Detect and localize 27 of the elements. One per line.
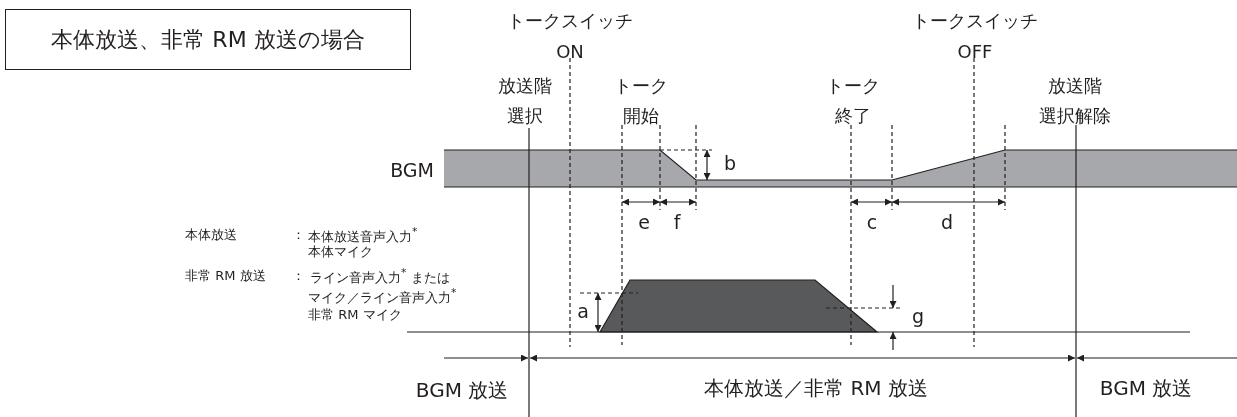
period-label: 本体放送／非常 RM 放送 — [704, 377, 928, 399]
source-text: 本体マイク — [308, 244, 373, 260]
period-label: BGM 放送 — [415, 379, 509, 401]
event-label: トーク終了 — [825, 74, 881, 128]
dimension-label: f — [673, 211, 681, 233]
dimension-label: g — [911, 305, 925, 327]
event-label: 放送階選択 — [497, 74, 553, 128]
source-text: 本体放送音声入力$^{*}$ — [308, 226, 418, 244]
event-label: 放送階選択解除 — [1038, 74, 1112, 128]
source-text: マイク／ライン音声入力$^{*}$ — [308, 287, 457, 305]
period-label: BGM 放送 — [1099, 377, 1193, 399]
source-text: ライン音声入力$^{*}$ または — [310, 267, 450, 285]
signal-name: BGM — [390, 159, 434, 181]
separator: ： — [292, 268, 305, 284]
separator: ： — [292, 227, 305, 243]
dimension-label: a — [577, 300, 589, 322]
dimension-label: c — [866, 211, 878, 233]
event-label: トーク開始 — [613, 74, 669, 128]
switch-label: トークスイッチ OFF — [911, 9, 1039, 64]
title-box: 本体放送、非常 RM 放送の場合 — [5, 9, 411, 70]
switch-label: トークスイッチ ON — [506, 9, 634, 64]
dimension-label: e — [638, 211, 650, 233]
source-text: 非常 RM マイク — [308, 307, 402, 323]
dimension-label: b — [723, 152, 737, 174]
mode-name: 本体放送 — [185, 227, 237, 243]
mode-name: 非常 RM 放送 — [185, 268, 266, 284]
dimension-label: d — [940, 211, 954, 233]
